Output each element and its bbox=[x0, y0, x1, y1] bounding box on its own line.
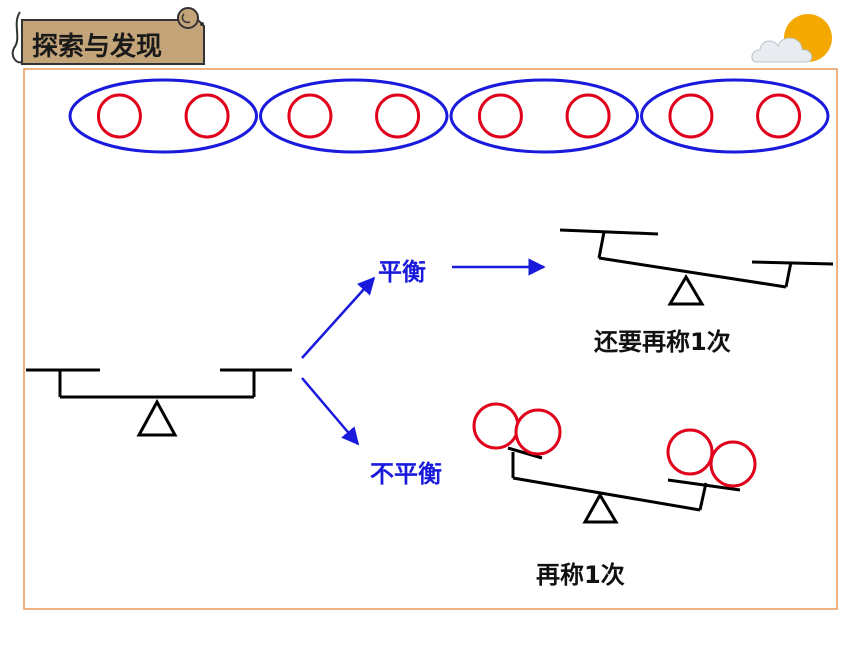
balance-scale-balanced bbox=[559, 228, 834, 306]
balance-scale-unbalanced bbox=[507, 446, 741, 524]
ball bbox=[477, 93, 523, 139]
ball bbox=[565, 93, 611, 139]
ball bbox=[668, 93, 714, 139]
group-ellipse bbox=[259, 78, 449, 154]
caption-unbalanced: 再称1次 bbox=[536, 561, 625, 589]
caption-balanced: 还要再称1次 bbox=[594, 328, 731, 356]
ball bbox=[756, 93, 802, 139]
ball bbox=[287, 93, 333, 139]
ball-group bbox=[68, 78, 258, 154]
balance-scale-main bbox=[26, 368, 292, 437]
content-frame bbox=[23, 68, 838, 610]
ball-group bbox=[449, 78, 639, 154]
group-ellipse bbox=[640, 78, 830, 154]
ball-group bbox=[259, 78, 449, 154]
group-ellipse bbox=[449, 78, 639, 154]
arrow-to-balanced bbox=[301, 276, 376, 359]
page-title: 探索与发现 bbox=[32, 32, 163, 62]
title-badge bbox=[11, 7, 205, 65]
arrow-to-unbalanced bbox=[301, 377, 360, 446]
branch-label-balanced: 平衡 bbox=[378, 258, 426, 286]
mouse-ear-icon bbox=[177, 7, 204, 29]
balls-unbalanced-right bbox=[666, 428, 757, 488]
ball-group bbox=[640, 78, 830, 154]
group-ellipse bbox=[68, 78, 258, 154]
balls-unbalanced-left bbox=[472, 402, 562, 456]
sun-cloud-icon bbox=[751, 14, 832, 63]
ball bbox=[184, 93, 230, 139]
ball bbox=[375, 93, 421, 139]
ball bbox=[96, 93, 142, 139]
branch-label-unbalanced: 不平衡 bbox=[370, 460, 442, 488]
